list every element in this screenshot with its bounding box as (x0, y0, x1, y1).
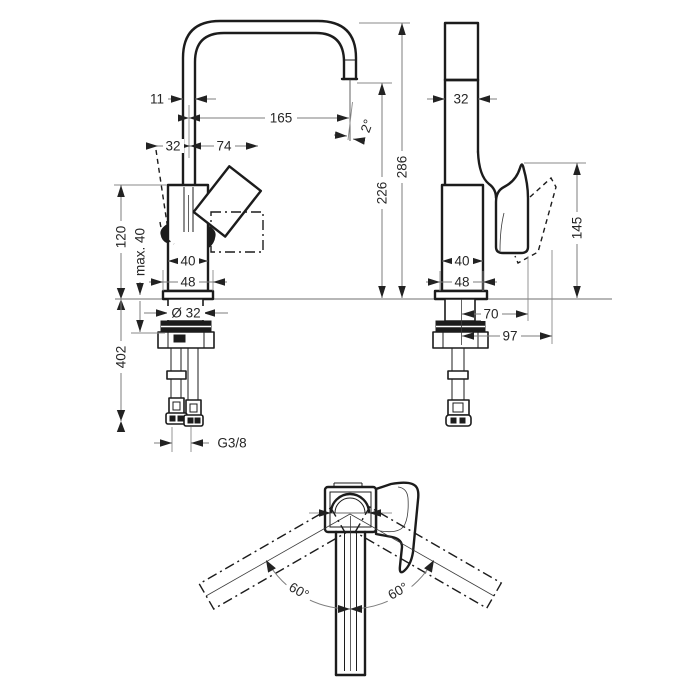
pivot-cap-right (207, 225, 216, 249)
threaded-shank-front (444, 298, 476, 322)
hose-clip-front (447, 370, 469, 380)
mounting-nut-front (432, 331, 489, 349)
spout-arch (181, 19, 359, 189)
supply-hoses (165, 348, 204, 427)
handle-swing-outline (155, 149, 175, 245)
front-view: 32 145 40 48 70 (426, 21, 586, 427)
spout-column-top (334, 516, 367, 677)
spout-swivel-left-outline (198, 506, 347, 610)
dim-handle-max-offset: 97 (502, 329, 517, 344)
dim-handle-offset: 70 (483, 307, 498, 322)
dim-base-width-front: 48 (454, 275, 469, 290)
below-deck-side (157, 289, 215, 427)
dim-spout-width: 32 (453, 92, 468, 107)
dim-max-deck-thickness: max. 40 (133, 228, 148, 276)
dim-connection-thread: G3/8 (217, 436, 246, 451)
hose-clip (166, 370, 187, 380)
dim-shank-diameter: Ø 32 (171, 306, 200, 321)
hose-fitting-front (447, 399, 470, 416)
base-plate (161, 289, 215, 301)
dim-outlet-angle: 2° (358, 117, 377, 134)
lever-handle-side (160, 165, 263, 249)
side-view-dimensions: 11 165 2° 32 74 (114, 22, 410, 452)
swivel-pivot (329, 492, 371, 514)
hose-fitting-right (185, 399, 202, 417)
dim-spout-reach: 165 (270, 111, 293, 126)
spout-swivel-right-outline (354, 506, 503, 610)
dim-handle-tilt-projection: 32 (165, 139, 180, 154)
dim-body-width: 40 (180, 254, 195, 269)
mounting-nut (157, 331, 215, 349)
dim-base-width: 48 (180, 275, 195, 290)
dim-handle-height: 145 (570, 217, 585, 240)
front-view-dimensions: 32 145 40 48 70 (426, 92, 586, 344)
handle-alt-position (210, 211, 264, 253)
dim-handle-reach: 74 (216, 139, 232, 154)
dim-total-height: 286 (395, 156, 410, 179)
hose-fitting-left (168, 397, 185, 415)
lever-handle-front (494, 163, 557, 264)
dim-outlet-height: 226 (375, 182, 390, 205)
hose-end-front (445, 414, 472, 427)
top-view: 60° 60° (198, 481, 503, 677)
below-deck-front (432, 289, 489, 427)
lever-handle-top (374, 481, 420, 574)
faucet-body-front (440, 150, 498, 293)
handle-alt-position-front (514, 176, 557, 264)
dim-body-height: 120 (114, 226, 129, 249)
swivel-range: 60° 60° (198, 506, 503, 613)
base-plate-front (433, 289, 489, 301)
dim-hose-length: 402 (114, 346, 129, 369)
side-view: 11 165 2° 32 74 (114, 19, 612, 452)
pivot-cap-left (160, 223, 169, 244)
spout-column-front (443, 21, 480, 187)
dim-spout-pipe-width: 11 (150, 92, 164, 107)
dim-body-width-front: 40 (454, 254, 469, 269)
